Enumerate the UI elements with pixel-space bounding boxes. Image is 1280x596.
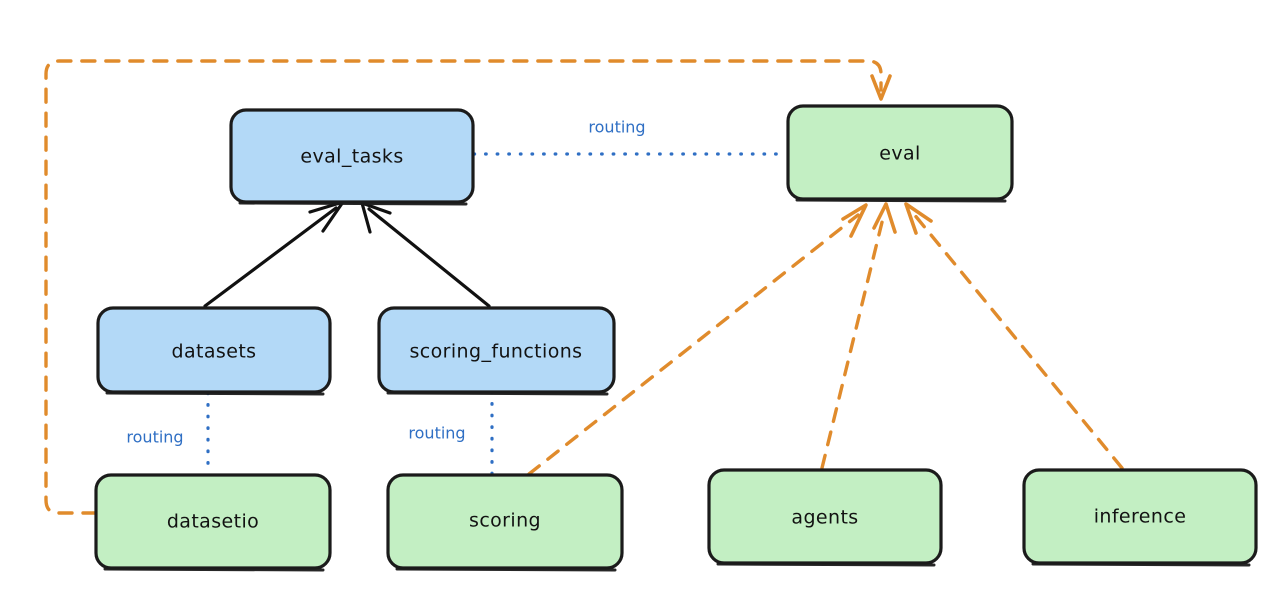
edge-scoring_functions-to-eval_tasks: [360, 201, 491, 308]
node-inference[interactable]: inference: [1022, 468, 1258, 567]
node-datasets[interactable]: datasets: [96, 306, 332, 396]
node-eval-shape[interactable]: [786, 104, 1014, 201]
node-agents-shape[interactable]: [707, 468, 943, 565]
node-eval_tasks-label: eval_tasks: [300, 146, 403, 168]
edge-inference-to-eval: [904, 202, 1124, 470]
node-inference-label: inference: [1094, 506, 1187, 528]
node-scoring_functions-shape[interactable]: [377, 306, 616, 394]
edge-label-routing-datasets-datasetio: routing: [126, 428, 183, 447]
node-datasets-label: datasets: [172, 341, 257, 363]
node-scoring_functions[interactable]: scoring_functions: [377, 306, 616, 396]
node-scoring-label: scoring: [469, 510, 541, 532]
edge-datasets-to-eval_tasks: [203, 200, 345, 308]
node-scoring-shape[interactable]: [386, 473, 624, 570]
node-eval_tasks-shape[interactable]: [229, 108, 475, 204]
edge-scoring-to-eval: [527, 203, 868, 476]
node-agents-label: agents: [791, 507, 858, 529]
node-agents[interactable]: agents: [707, 468, 943, 567]
node-eval-label: eval: [879, 143, 920, 165]
node-datasetio[interactable]: datasetio: [94, 473, 332, 572]
node-layer: eval_tasks eval datasets scoring_functio…: [94, 104, 1258, 572]
node-datasetio-shape[interactable]: [94, 473, 332, 570]
node-eval_tasks[interactable]: eval_tasks: [229, 108, 475, 206]
edge-label-layer: routing routing routing: [126, 118, 645, 447]
edge-label-routing-scoring_functions-scoring: routing: [408, 424, 465, 443]
node-scoring[interactable]: scoring: [386, 473, 624, 572]
node-eval[interactable]: eval: [786, 104, 1014, 203]
edge-datasetio-to-eval: [44, 59, 892, 515]
node-datasets-shape[interactable]: [96, 306, 332, 394]
edge-label-routing-eval_tasks-eval: routing: [588, 118, 645, 137]
edge-agents-to-eval: [820, 202, 897, 470]
node-scoring_functions-label: scoring_functions: [410, 341, 583, 363]
node-datasetio-label: datasetio: [167, 511, 259, 533]
node-inference-shape[interactable]: [1022, 468, 1258, 565]
